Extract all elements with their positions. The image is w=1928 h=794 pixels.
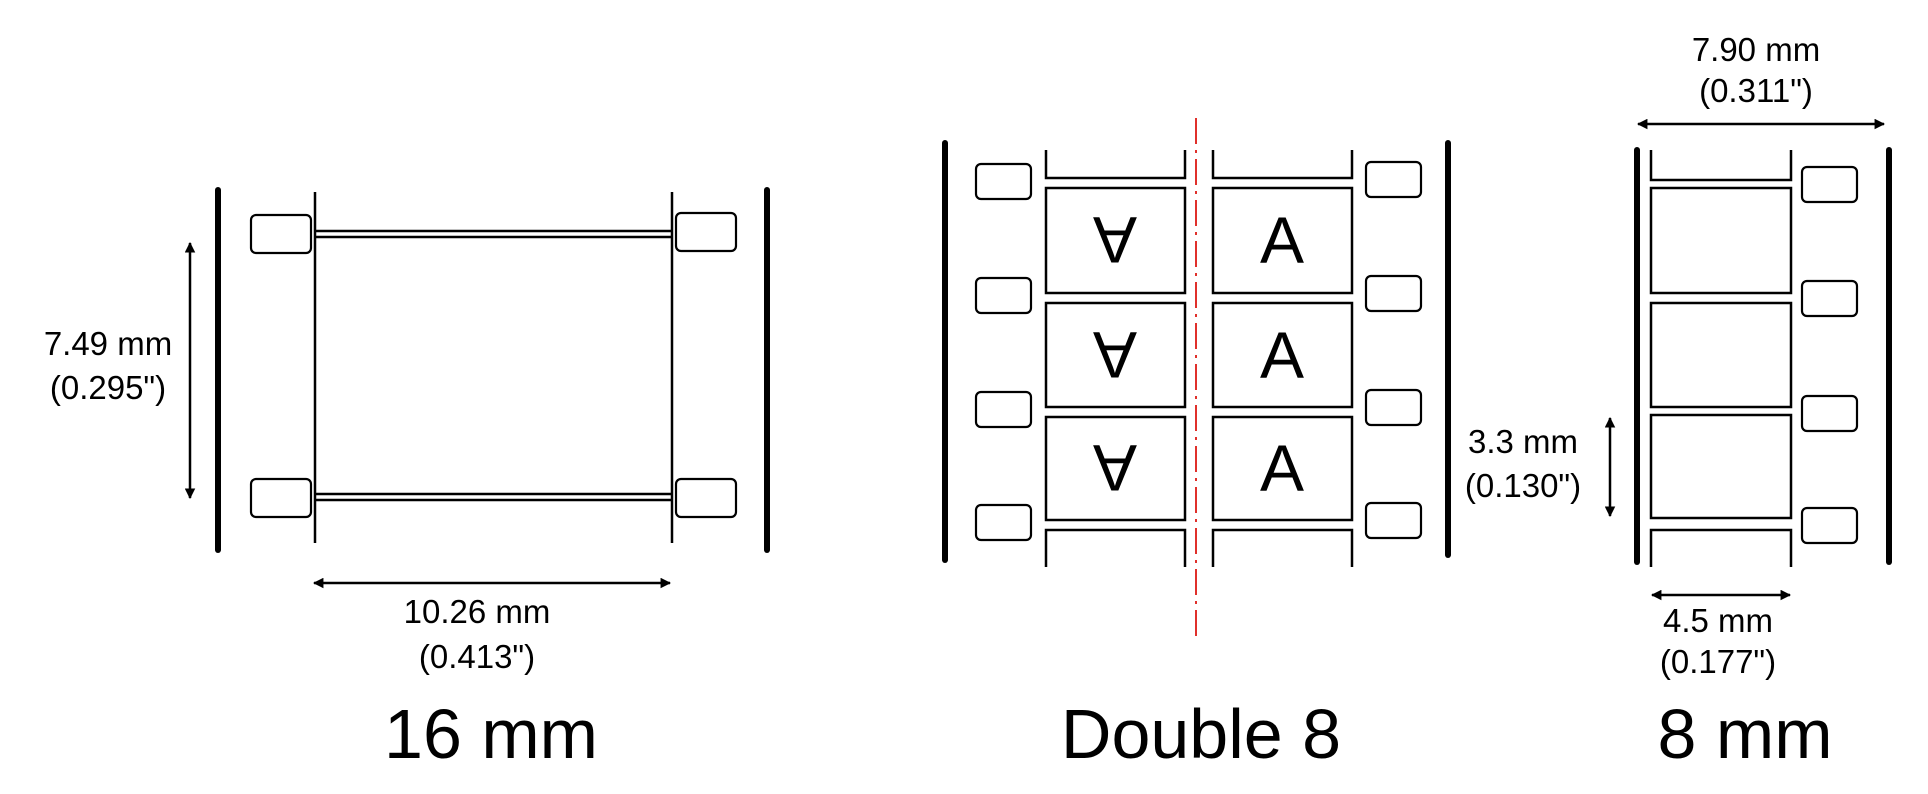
frame-letter: A: [1260, 203, 1304, 277]
frame-right: [1211, 415, 1354, 522]
perforation: [1364, 388, 1423, 427]
frame-height-in-label: (0.130"): [1465, 467, 1581, 504]
frame-width-in-label: (0.177"): [1660, 643, 1776, 680]
partial-frame: [1211, 528, 1354, 567]
perforation: [974, 390, 1033, 429]
frame-left: [1044, 415, 1187, 522]
frame-right: [1211, 301, 1354, 409]
perforation: [974, 503, 1033, 542]
perforation: [1800, 506, 1859, 545]
format-title-double8: Double 8: [1061, 695, 1341, 773]
partial-frame: [1649, 528, 1793, 567]
width-in-label: (0.413"): [419, 638, 535, 675]
partial-frame: [1044, 150, 1187, 180]
perforation: [1800, 279, 1859, 318]
film-8mm: 7.90 mm (0.311") 3.3 mm (0.130") 4.5 mm …: [1465, 31, 1892, 773]
height-in-label: (0.295"): [50, 369, 166, 406]
perforation: [1364, 274, 1423, 313]
perforation: [249, 477, 313, 519]
frame-letter: A: [1260, 318, 1304, 392]
perforation: [674, 477, 738, 519]
frame-left: [1044, 186, 1187, 295]
perforation: [974, 276, 1033, 315]
frame-left: [1044, 301, 1187, 409]
perforation: [249, 213, 313, 255]
frame-letter-inverted: A: [1093, 203, 1137, 277]
frame: [1649, 186, 1793, 295]
format-title-8mm: 8 mm: [1658, 695, 1833, 773]
perforation: [974, 162, 1033, 201]
height-mm-label: 7.49 mm: [44, 325, 172, 362]
frame-right: [1211, 186, 1354, 295]
format-title-16mm: 16 mm: [384, 695, 598, 773]
frame-width-mm-label: 4.5 mm: [1663, 602, 1773, 639]
frame: [1649, 301, 1793, 409]
gauge-mm-label: 7.90 mm: [1692, 31, 1820, 68]
partial-frame: [1649, 150, 1793, 182]
perforation: [1364, 501, 1423, 540]
perforation: [1800, 165, 1859, 204]
perforation: [1364, 160, 1423, 199]
partial-frame: [1211, 150, 1354, 180]
width-mm-label: 10.26 mm: [404, 593, 551, 630]
partial-frame: [1044, 528, 1187, 567]
frame-letter: A: [1260, 431, 1304, 505]
frame: [1649, 413, 1793, 520]
perforation: [1800, 394, 1859, 433]
gauge-in-label: (0.311"): [1699, 72, 1813, 109]
film-16mm: 7.49 mm (0.295") 10.26 mm (0.413") 16 mm: [44, 187, 770, 773]
film-double8: A A A A A A Double 8: [942, 118, 1451, 773]
perforation: [674, 211, 738, 253]
frame-letter-inverted: A: [1093, 318, 1137, 392]
frame-height-mm-label: 3.3 mm: [1468, 423, 1578, 460]
frame-letter-inverted: A: [1093, 431, 1137, 505]
